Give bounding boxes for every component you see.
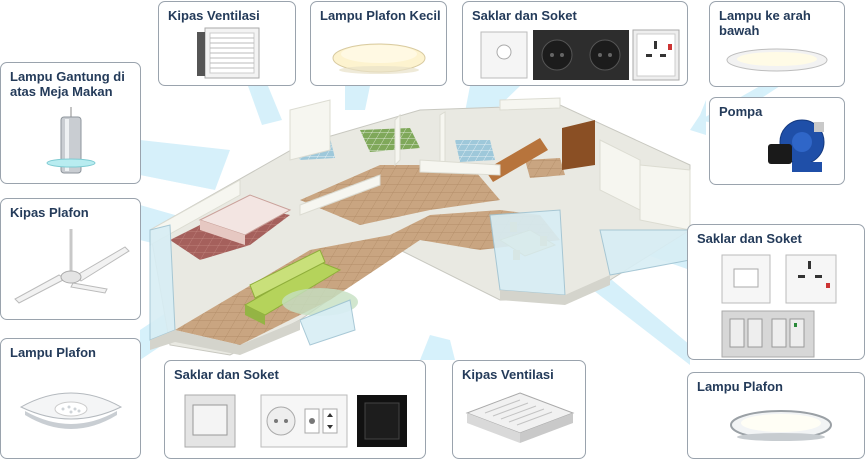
card-title: Lampu Gantung di atas Meja Makan: [10, 69, 125, 99]
switch-socket-icons: [184, 394, 407, 448]
card-title: Saklar dan Soket: [174, 367, 279, 382]
switch-socket-icons: [721, 254, 837, 358]
ventilation-fan-icon: [197, 27, 260, 79]
card-title: Kipas Plafon: [10, 205, 89, 220]
switch-socket-icons: [480, 29, 680, 81]
ceiling-lamp-icon: [730, 410, 832, 441]
card-title: Saklar dan Soket: [472, 8, 577, 23]
downlight-icon: [726, 48, 828, 72]
card-pompa[interactable]: Pompa: [709, 97, 845, 185]
card-lampu-plafon-right[interactable]: Lampu Plafon: [687, 372, 865, 459]
card-lampu-plafon-kecil[interactable]: Lampu Plafon Kecil: [310, 1, 447, 86]
card-kipas-ventilasi-bottom[interactable]: Kipas Ventilasi: [452, 360, 586, 459]
ceiling-fan-icon: [14, 229, 130, 304]
card-lampu-plafon-left[interactable]: Lampu Plafon: [0, 338, 141, 459]
ceiling-ventilation-fan-icon: [465, 392, 575, 443]
card-lampu-ke-arah-bawah[interactable]: Lampu ke arah bawah: [709, 1, 845, 87]
card-title: Lampu Plafon: [697, 379, 783, 394]
ceiling-lamp-icon: [332, 43, 426, 74]
card-saklar-soket-right[interactable]: Saklar dan Soket: [687, 224, 865, 360]
card-title: Lampu ke arah bawah: [719, 8, 811, 38]
pendant-lamp-icon: [46, 107, 96, 174]
building: [149, 97, 691, 356]
card-lampu-gantung[interactable]: Lampu Gantung di atas Meja Makan: [0, 62, 141, 184]
water-pump-icon: [768, 119, 825, 172]
card-saklar-soket-bottom[interactable]: Saklar dan Soket: [164, 360, 426, 459]
card-title: Kipas Ventilasi: [462, 367, 554, 382]
card-kipas-ventilasi-top[interactable]: Kipas Ventilasi: [158, 1, 296, 86]
card-title: Saklar dan Soket: [697, 231, 802, 246]
card-title: Lampu Plafon Kecil: [320, 8, 441, 23]
sofa: [243, 249, 342, 325]
card-saklar-soket-top[interactable]: Saklar dan Soket: [462, 1, 688, 86]
card-title: Kipas Ventilasi: [168, 8, 260, 23]
card-title: Pompa: [719, 104, 763, 119]
ceiling-lamp-icon: [19, 392, 123, 429]
card-kipas-plafon[interactable]: Kipas Plafon: [0, 198, 141, 320]
card-title: Lampu Plafon: [10, 345, 96, 360]
